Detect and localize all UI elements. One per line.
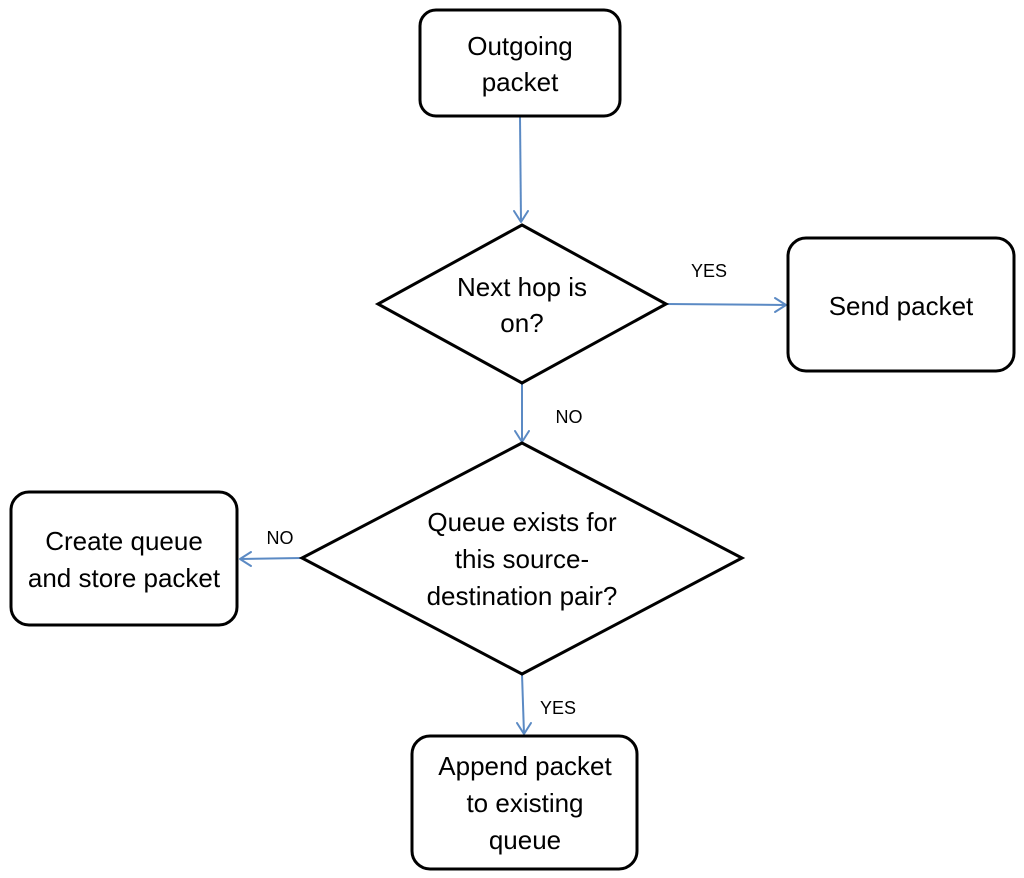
- connector-next-hop-to-queue-exists: [514, 383, 530, 443]
- connector-next-hop-to-send: [665, 297, 787, 313]
- append-packet-node: Append packet to existing queue: [410, 734, 639, 871]
- send-packet-box: [786, 236, 1016, 373]
- next-hop-diamond: [374, 223, 670, 385]
- next-hop-yes-label: YES: [691, 261, 727, 281]
- send-packet-label: Send packet: [829, 291, 974, 321]
- queue-exists-diamond: [298, 441, 746, 676]
- append-packet-line-2: to existing: [466, 788, 583, 818]
- next-hop-no-label: NO: [556, 407, 583, 427]
- next-hop-decision: Next hop is on?: [374, 223, 670, 385]
- create-queue-line-1: Create queue: [45, 526, 203, 556]
- queue-exists-decision: Queue exists for this source- destinatio…: [298, 441, 746, 676]
- queue-exists-line-3: destination pair?: [427, 581, 618, 611]
- outgoing-packet-box: [418, 8, 622, 118]
- next-hop-line-1: Next hop is: [457, 272, 587, 302]
- send-packet-node: Send packet: [786, 236, 1016, 373]
- append-packet-line-3: queue: [489, 825, 561, 855]
- connector-outgoing-to-next-hop: [513, 116, 529, 223]
- create-queue-line-2: and store packet: [28, 563, 221, 593]
- connector-queue-exists-to-append: [516, 673, 532, 735]
- connector-queue-exists-to-create-queue: [239, 551, 303, 567]
- append-packet-line-1: Append packet: [438, 751, 612, 781]
- queue-exists-line-2: this source-: [455, 544, 589, 574]
- create-queue-node: Create queue and store packet: [9, 490, 239, 627]
- outgoing-packet-node: Outgoing packet: [418, 8, 622, 118]
- edge-labels: YES NO NO YES: [267, 261, 728, 718]
- queue-exists-line-1: Queue exists for: [427, 507, 617, 537]
- queue-yes-label: YES: [540, 698, 576, 718]
- outgoing-packet-line-1: Outgoing: [467, 31, 573, 61]
- next-hop-line-2: on?: [500, 308, 543, 338]
- queue-no-label: NO: [267, 528, 294, 548]
- append-packet-box: [410, 734, 639, 871]
- outgoing-packet-line-2: packet: [482, 67, 559, 97]
- create-queue-box: [9, 490, 239, 627]
